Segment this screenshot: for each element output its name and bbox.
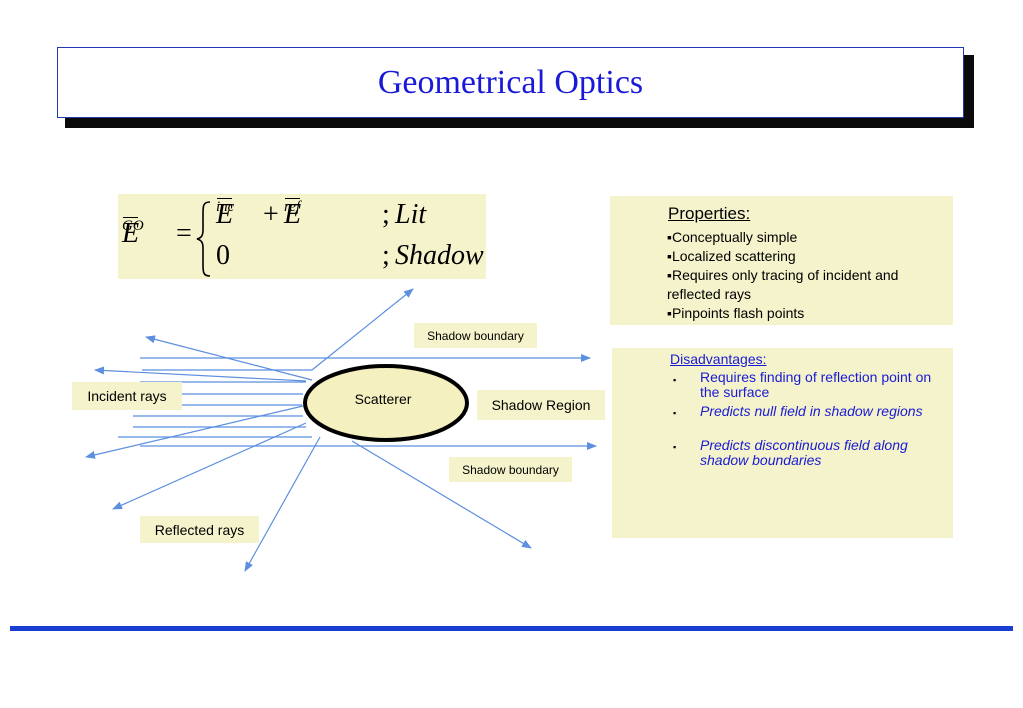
eq-case1-sup2: ref	[284, 199, 301, 215]
reflected-ray	[244, 436, 321, 572]
list-item: ▪Localized scattering	[667, 248, 796, 264]
bullet-icon: ▪	[673, 442, 677, 452]
eq-case1-term2: E	[284, 198, 302, 230]
scatterer-shape	[303, 364, 469, 442]
eq-lhs-superscript: GO	[122, 218, 144, 234]
reflected-ray	[145, 335, 313, 381]
shadow-boundary-top-label: Shadow boundary	[414, 323, 537, 348]
properties-box: Properties: ▪Conceptually simple ▪Locali…	[610, 196, 953, 325]
eq-case1-sup1: inc	[216, 199, 235, 215]
bullet-icon: ▪	[673, 408, 677, 418]
list-item: Predicts null field in shadow regions	[700, 403, 923, 419]
eq-case2-semicolon: ;	[382, 240, 390, 271]
slide-title: Geometrical Optics	[377, 63, 644, 101]
list-item: ▪Pinpoints flash points	[667, 305, 805, 321]
properties-heading: Properties:	[668, 204, 751, 223]
eq-equals: =	[176, 218, 192, 249]
shadow-region-label: Shadow Region	[477, 390, 605, 420]
list-item: Requires finding of reflection point on …	[700, 369, 932, 400]
reflected-ray	[351, 440, 532, 549]
disadvantages-box: Disadvantages: ▪ Requires finding of ref…	[612, 348, 953, 538]
list-item: ▪Conceptually simple	[667, 229, 798, 245]
equation-brace	[196, 201, 211, 277]
reflected-rays-label: Reflected rays	[140, 516, 259, 543]
reflected-ray	[112, 422, 307, 510]
eq-lhs-symbol: E	[122, 217, 140, 249]
eq-case2-condition: Shadow	[395, 240, 484, 271]
title-box: Geometrical Optics	[57, 47, 964, 118]
list-item: ▪Requires only tracing of incident and r…	[667, 267, 899, 302]
list-item: Predicts discontinuous field along shado…	[700, 437, 908, 468]
scatterer-label: Scatterer	[355, 391, 412, 407]
disadvantages-heading: Disadvantages:	[670, 351, 767, 367]
bullet-icon: ▪	[673, 375, 677, 385]
eq-case1-semicolon: ;	[382, 199, 390, 230]
reflected-ray	[311, 288, 414, 371]
bottom-divider	[10, 626, 1013, 631]
eq-plus: +	[263, 199, 279, 230]
incident-rays-label: Incident rays	[72, 382, 182, 410]
reflected-ray	[85, 405, 304, 459]
properties-list: ▪Conceptually simple ▪Localized scatteri…	[667, 228, 947, 323]
shadow-boundary-bottom-label: Shadow boundary	[449, 457, 572, 482]
eq-case1-condition: Lit	[395, 199, 427, 230]
eq-case1-term1: E	[216, 198, 234, 230]
reflected-ray	[94, 366, 307, 382]
eq-case2-value: 0	[216, 240, 230, 271]
